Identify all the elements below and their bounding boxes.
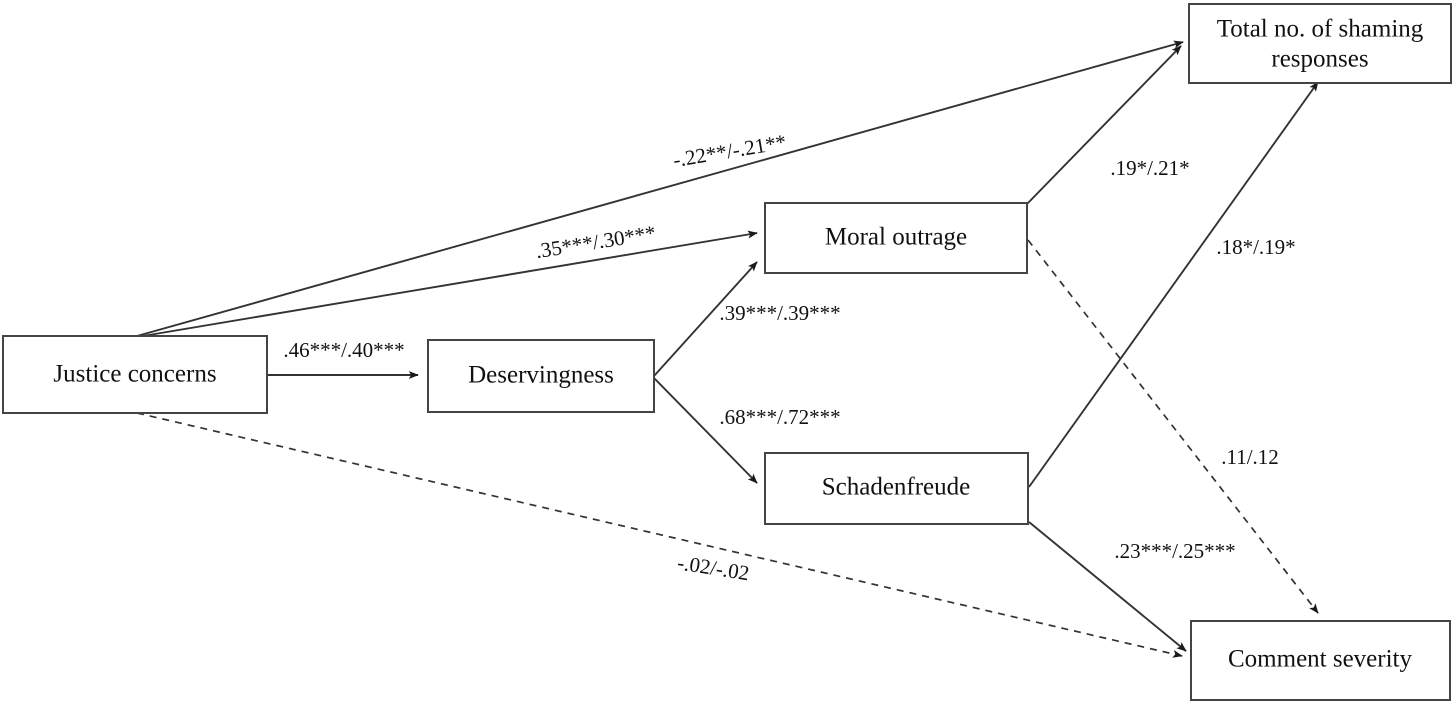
- node-comment-severity[interactable]: Comment severity: [1190, 620, 1451, 701]
- node-schadenfreude[interactable]: Schadenfreude: [764, 452, 1029, 525]
- node-label-comment-severity: Comment severity: [1228, 646, 1412, 673]
- path-label-justice-to-moral: .35***/.30***: [534, 220, 658, 263]
- path-label-schaden-to-total: .18*/.19*: [1216, 235, 1295, 259]
- edge-deservingness-to-moral: [653, 261, 758, 377]
- edge-schaden-to-total: [1028, 81, 1319, 488]
- node-deservingness[interactable]: Deservingness: [427, 339, 655, 413]
- path-label-deservingness-to-schaden: .68***/.72***: [719, 405, 840, 429]
- node-moral-outrage[interactable]: Moral outrage: [764, 202, 1028, 274]
- path-label-justice-to-severity: -.02/-.02: [676, 550, 751, 585]
- edge-deservingness-to-schaden: [653, 377, 758, 484]
- node-label-deservingness: Deservingness: [468, 362, 614, 389]
- path-label-moral-to-severity: .11/.12: [1221, 445, 1279, 469]
- edge-justice-to-severity: [136, 412, 1183, 658]
- path-label-deservingness-to-moral: .39***/.39***: [719, 301, 840, 325]
- node-label-schadenfreude: Schadenfreude: [822, 474, 971, 501]
- edge-moral-to-total: [1026, 45, 1182, 205]
- edge-schaden-to-severity: [1028, 521, 1187, 652]
- edge-moral-to-severity: [1027, 239, 1319, 614]
- path-label-justice-to-deservingness: .46***/.40***: [283, 338, 404, 362]
- node-label-justice: Justice concerns: [53, 361, 216, 388]
- node-label-total-line2: responses: [1271, 46, 1368, 73]
- path-label-schaden-to-severity: .23***/.25***: [1114, 539, 1235, 563]
- edge-justice-to-moral: [136, 230, 758, 338]
- node-label-moral-outrage: Moral outrage: [825, 224, 967, 251]
- node-justice-concerns[interactable]: Justice concerns: [2, 335, 268, 414]
- path-edges: [136, 40, 1319, 658]
- path-label-moral-to-total: .19*/.21*: [1110, 156, 1189, 180]
- node-label-total-line1: Total no. of shaming: [1217, 16, 1424, 43]
- node-total-shaming-responses[interactable]: Total no. of shaming responses: [1188, 3, 1452, 84]
- edge-justice-to-total: [136, 40, 1184, 337]
- path-label-justice-to-total: -.22**/-.21**: [671, 130, 788, 173]
